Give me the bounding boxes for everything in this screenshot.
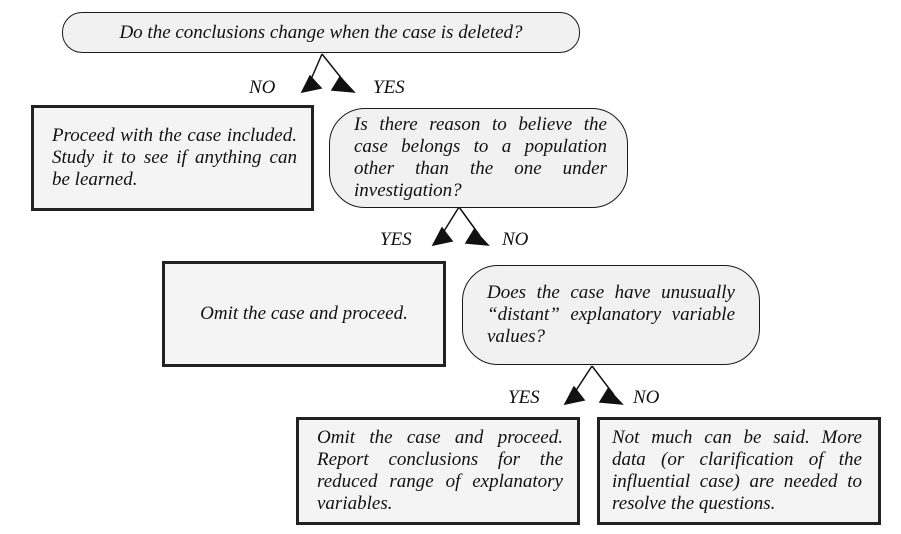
question-text: Does the case have unusually “distant” e…	[487, 282, 735, 347]
action-text: Omit the case and proceed. Report conclu…	[317, 427, 563, 514]
question-box-distant-values: Does the case have unusually “distant” e…	[462, 265, 760, 365]
branch-label-yes: YES	[380, 229, 412, 250]
action-box-reduced-range: Omit the case and proceed. Report conclu…	[296, 417, 580, 525]
question-text: Do the conclusions change when the case …	[119, 21, 523, 43]
branch-label-no: NO	[249, 77, 276, 98]
action-box-proceed-included: Proceed with the case included. Study it…	[31, 105, 314, 211]
question-box-different-population: Is there reason to believe the case belo…	[329, 108, 628, 208]
branch-label-yes: YES	[373, 77, 405, 98]
action-box-omit-proceed: Omit the case and proceed.	[162, 261, 446, 367]
branch-label-yes: YES	[508, 387, 540, 408]
question-box-conclusions-change: Do the conclusions change when the case …	[62, 12, 580, 53]
action-text: Omit the case and proceed.	[200, 303, 408, 324]
action-box-more-data: Not much can be said. More data (or clar…	[597, 417, 881, 525]
question-text: Is there reason to believe the case belo…	[354, 114, 607, 201]
split-arrow-q2	[431, 206, 490, 247]
action-text: Not much can be said. More data (or clar…	[612, 427, 862, 514]
split-arrow-q3	[563, 365, 624, 406]
split-arrow-q1	[300, 53, 356, 94]
action-text: Proceed with the case included. Study it…	[52, 125, 297, 190]
branch-label-no: NO	[633, 387, 660, 408]
branch-label-no: NO	[502, 229, 529, 250]
